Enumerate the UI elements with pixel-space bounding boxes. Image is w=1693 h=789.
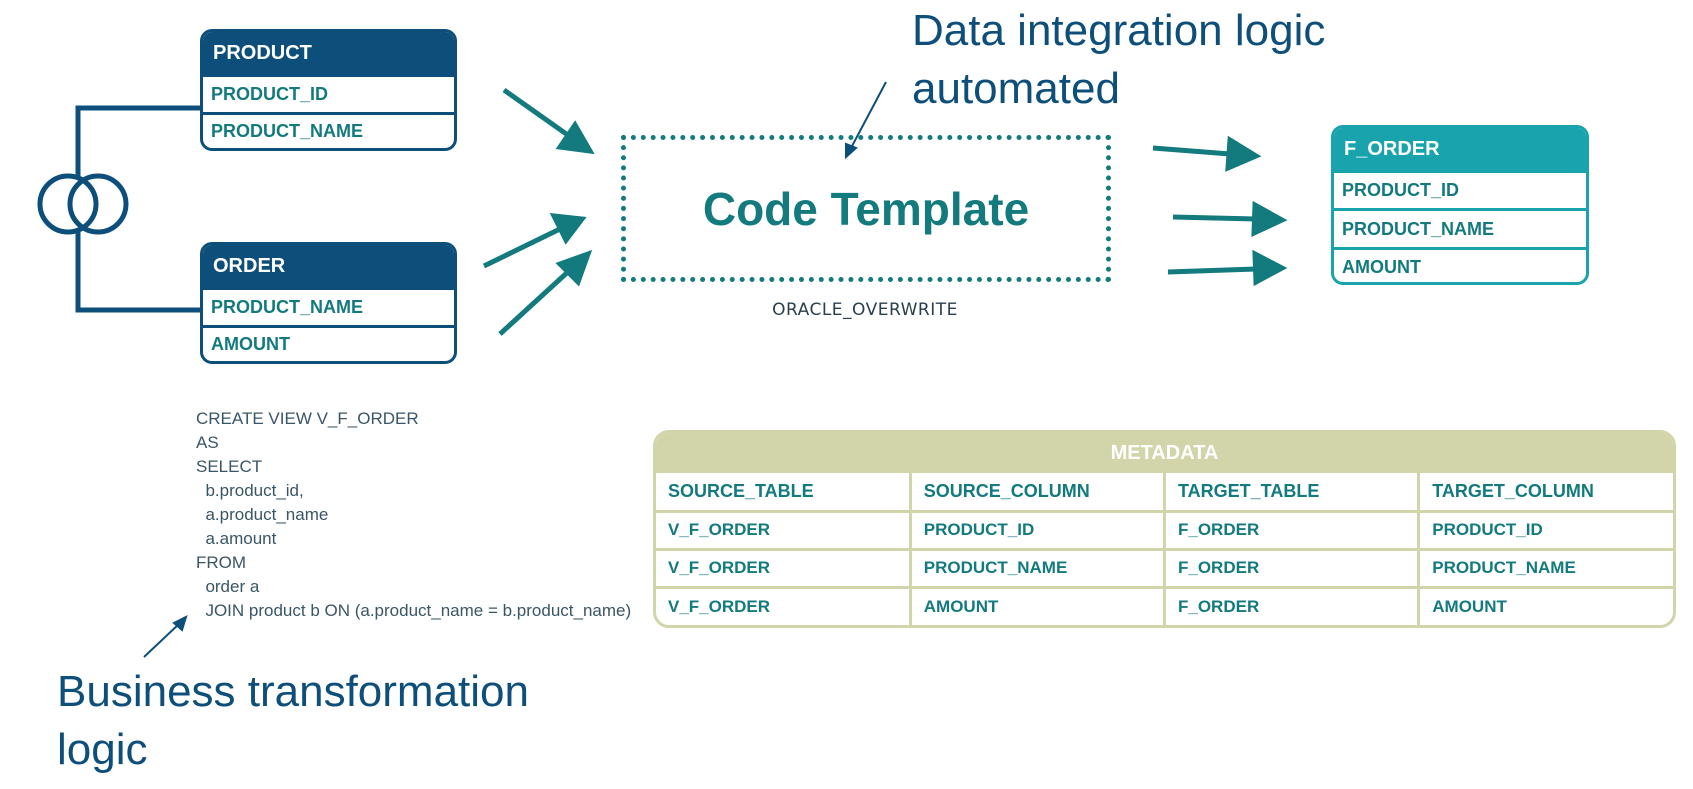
metadata-cell: V_F_ORDER: [656, 587, 912, 625]
sql-line: JOIN product b ON (a.product_name = b.pr…: [196, 601, 632, 620]
sql-line: a.amount: [196, 529, 277, 548]
metadata-header-cell: SOURCE_COLUMN: [910, 473, 1167, 513]
metadata-cell: PRODUCT_NAME: [1418, 549, 1673, 589]
table-row: V_F_ORDER PRODUCT_NAME F_ORDER PRODUCT_N…: [656, 549, 1673, 589]
metadata-header-cell: TARGET_TABLE: [1164, 473, 1421, 513]
metadata-title: METADATA: [656, 433, 1673, 473]
business-label-line: logic: [57, 725, 148, 774]
callout-pointers: [143, 81, 887, 658]
product-table: PRODUCT PRODUCT_ID PRODUCT_NAME: [200, 29, 457, 151]
metadata-cell: V_F_ORDER: [656, 511, 912, 551]
sql-line: a.product_name: [196, 505, 329, 524]
sql-line: FROM: [196, 553, 247, 572]
sql-line: AS: [196, 433, 219, 452]
code-template-caption: ORACLE_OVERWRITE: [772, 300, 958, 320]
sql-line: SELECT: [196, 457, 263, 476]
table-row: V_F_ORDER AMOUNT F_ORDER AMOUNT: [656, 587, 1673, 625]
metadata-grid: SOURCE_TABLE SOURCE_COLUMN TARGET_TABLE …: [656, 473, 1673, 625]
sql-line: b.product_id,: [196, 481, 304, 500]
sql-line: CREATE VIEW V_F_ORDER: [196, 409, 419, 428]
metadata-header-cell: SOURCE_TABLE: [656, 473, 912, 513]
sql-line: order a: [196, 577, 260, 596]
metadata-header-row: SOURCE_TABLE SOURCE_COLUMN TARGET_TABLE …: [656, 473, 1673, 513]
input-arrows: [482, 87, 595, 336]
order-table: ORDER PRODUCT_NAME AMOUNT: [200, 242, 457, 364]
metadata-cell: F_ORDER: [1164, 549, 1421, 589]
metadata-table: METADATA SOURCE_TABLE SOURCE_COLUMN TARG…: [653, 430, 1676, 628]
join-rings-icon: [37, 173, 129, 235]
output-arrows: [1152, 135, 1288, 287]
metadata-cell: PRODUCT_ID: [910, 511, 1167, 551]
business-label-line: Business transformation: [57, 667, 529, 716]
f-order-table-row: PRODUCT_NAME: [1334, 208, 1586, 247]
integration-label-line: automated: [912, 64, 1120, 113]
f-order-table-header: F_ORDER: [1334, 128, 1586, 170]
metadata-cell: AMOUNT: [910, 587, 1167, 625]
code-template-title: Code Template: [702, 182, 1030, 235]
product-table-row: PRODUCT_NAME: [203, 112, 454, 148]
code-template-box: Code Template: [621, 135, 1111, 282]
business-label: Business transformation logic: [57, 663, 529, 779]
sql-code-block: CREATE VIEW V_F_ORDER AS SELECT b.produc…: [196, 407, 631, 623]
f-order-table-row: AMOUNT: [1334, 247, 1586, 282]
metadata-cell: F_ORDER: [1164, 511, 1421, 551]
order-table-row: AMOUNT: [203, 325, 454, 361]
product-table-row: PRODUCT_ID: [203, 74, 454, 112]
f-order-table: F_ORDER PRODUCT_ID PRODUCT_NAME AMOUNT: [1331, 125, 1589, 285]
integration-label: Data integration logic automated: [912, 2, 1325, 118]
metadata-cell: PRODUCT_ID: [1418, 511, 1673, 551]
metadata-header-cell: TARGET_COLUMN: [1418, 473, 1673, 513]
metadata-cell: AMOUNT: [1432, 596, 1507, 616]
metadata-cell: V_F_ORDER: [656, 549, 912, 589]
metadata-cell: F_ORDER: [1164, 587, 1421, 625]
metadata-cell: PRODUCT_NAME: [910, 549, 1167, 589]
integration-label-line: Data integration logic: [912, 6, 1326, 55]
order-table-header: ORDER: [203, 245, 454, 287]
order-table-row: PRODUCT_NAME: [203, 287, 454, 325]
f-order-table-row: PRODUCT_ID: [1334, 170, 1586, 208]
table-row: V_F_ORDER PRODUCT_ID F_ORDER PRODUCT_ID: [656, 511, 1673, 551]
product-table-header: PRODUCT: [203, 32, 454, 74]
